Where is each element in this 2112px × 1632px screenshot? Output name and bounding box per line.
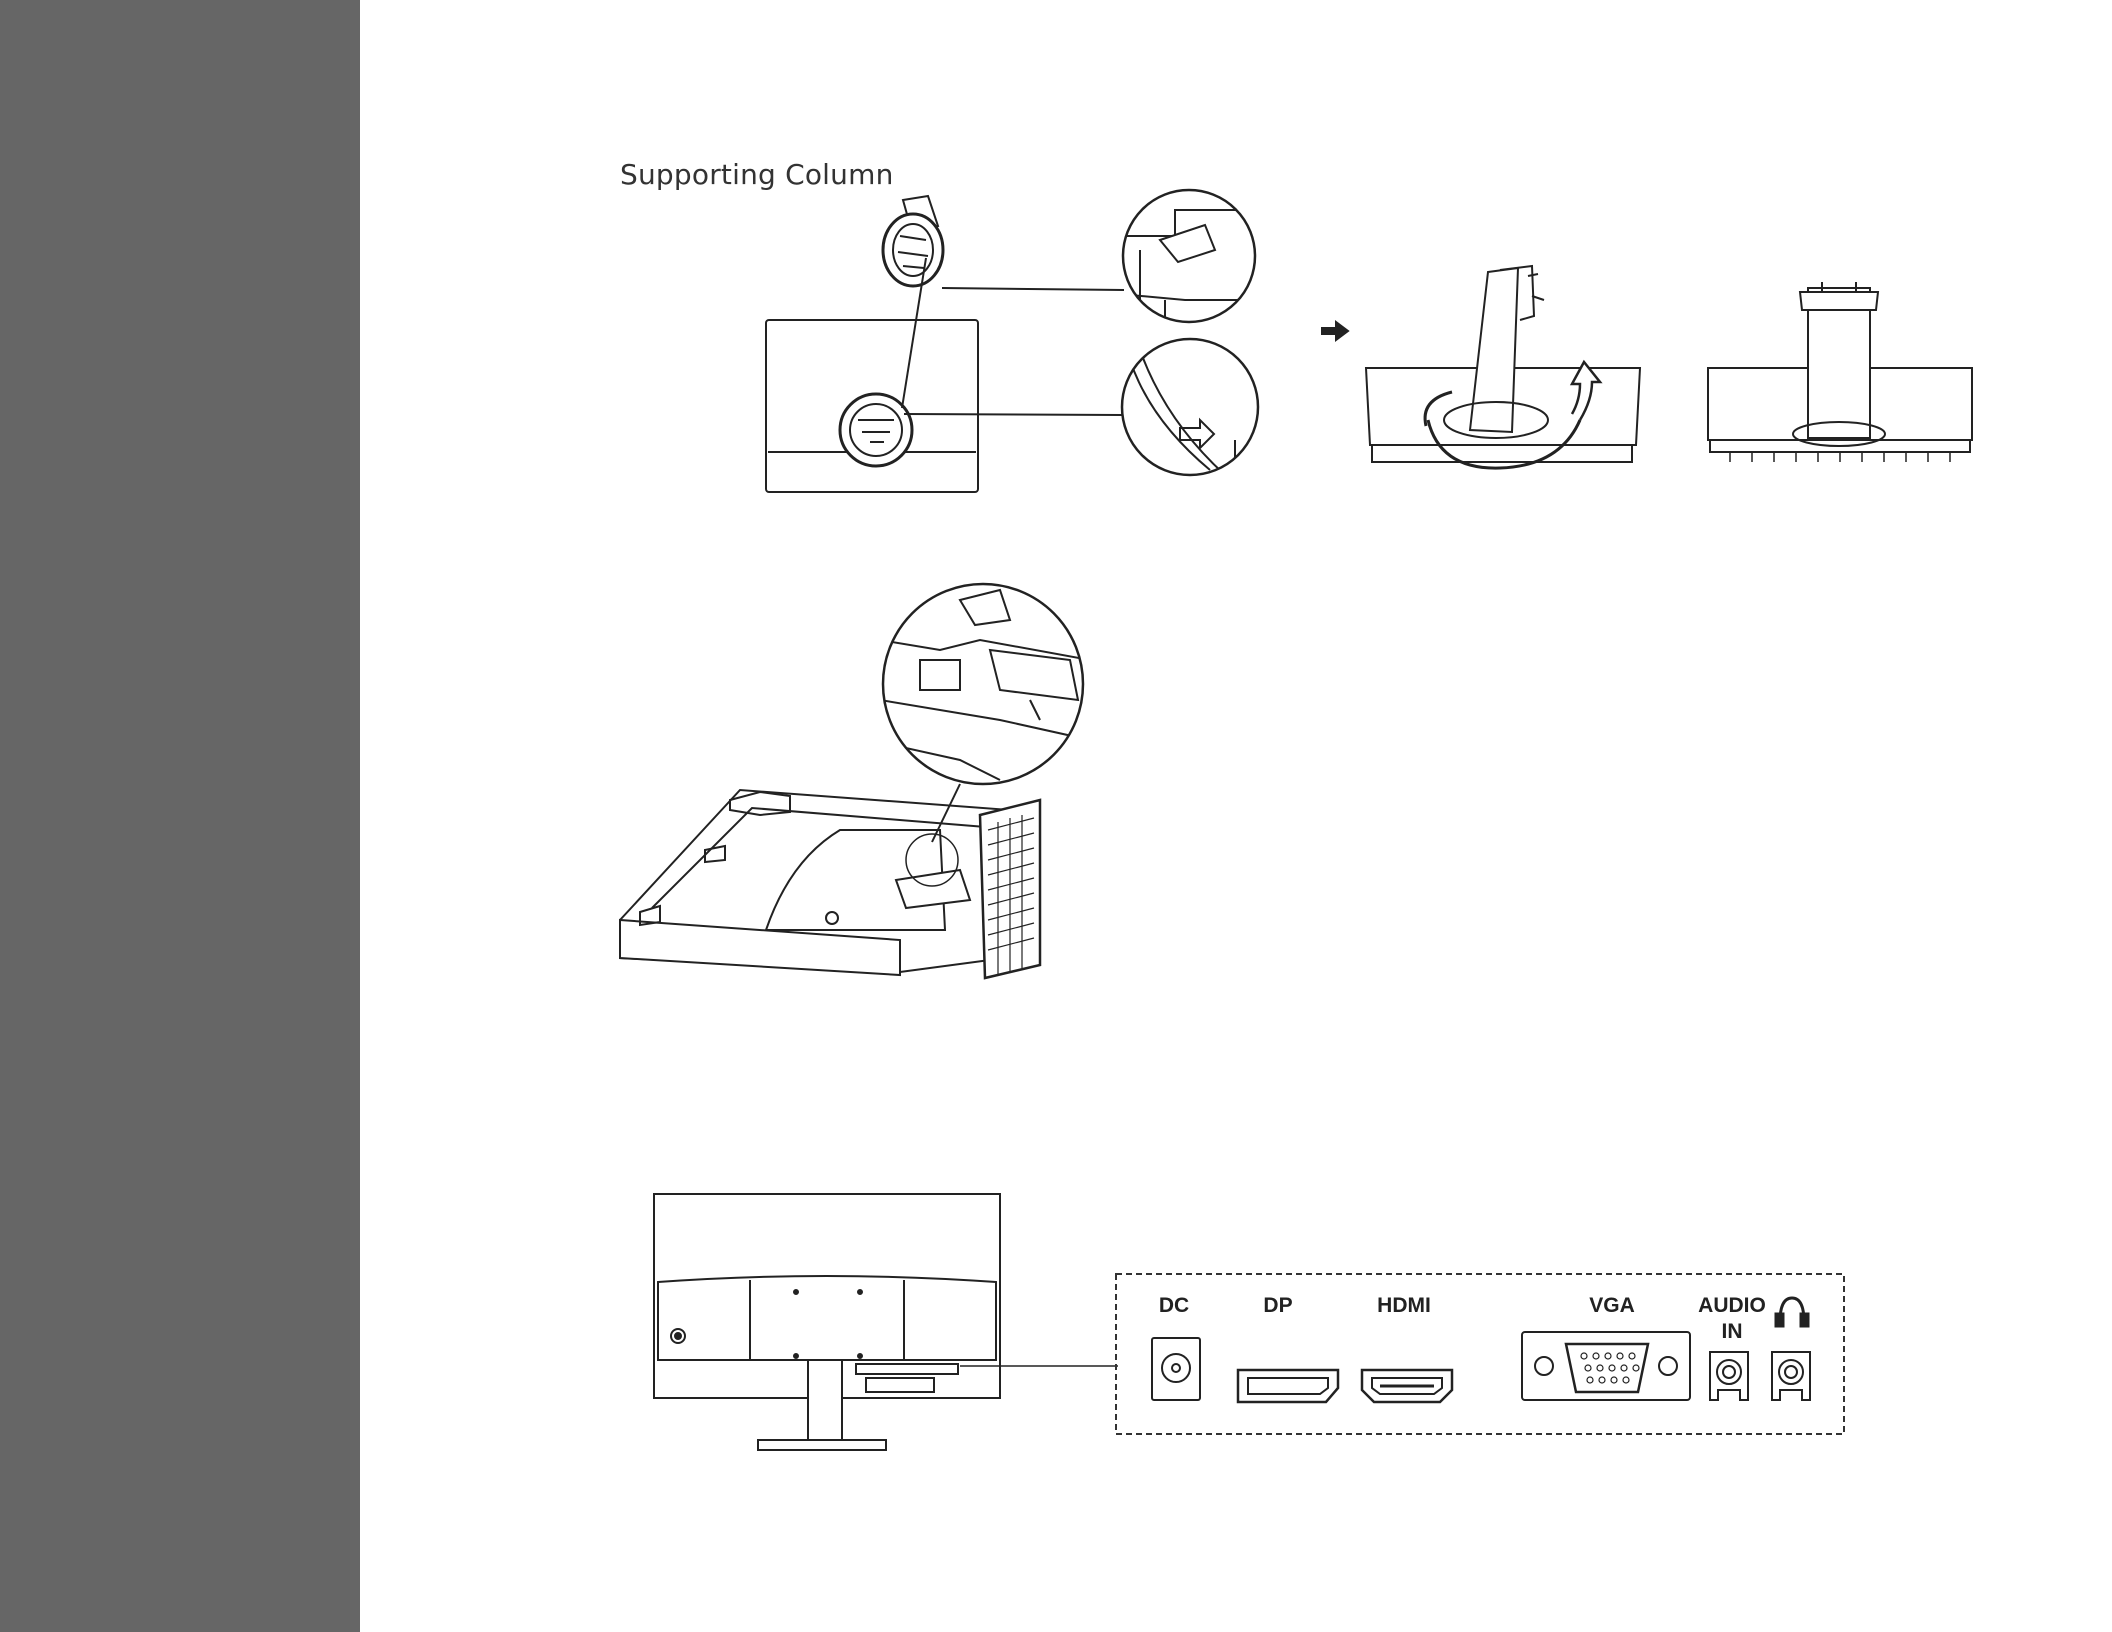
step1-column-attach-illustration	[766, 190, 1972, 492]
rear-monitor-illustration	[654, 1194, 1118, 1450]
next-step-arrow-icon	[1322, 322, 1348, 340]
column-attached-illustration	[1708, 282, 1972, 462]
dc-port-icon	[1152, 1338, 1200, 1400]
zoom-detail-arrow-icon	[1122, 339, 1258, 480]
port-label-vga: VGA	[1589, 1294, 1635, 1317]
port-label-dc: DC	[1159, 1294, 1189, 1317]
port-panel: DC DP HDMI VGA AUDIO IN	[1116, 1274, 1844, 1434]
headphone-icon	[1776, 1298, 1808, 1326]
vga-port-icon	[1522, 1332, 1690, 1400]
hdmi-port-icon	[1362, 1370, 1452, 1402]
port-label-audio-in-line1: AUDIO	[1698, 1294, 1766, 1317]
port-label-dp: DP	[1263, 1294, 1292, 1317]
port-label-audio-in-line2: IN	[1722, 1320, 1743, 1343]
dp-port-icon	[1238, 1370, 1338, 1402]
headphone-port-icon	[1772, 1352, 1810, 1400]
zoom-detail-latch-icon	[870, 584, 1090, 784]
step2-base-mount-illustration	[620, 584, 1090, 978]
column-neck-icon	[883, 196, 943, 286]
rotate-column-illustration	[1366, 266, 1640, 468]
zoom-detail-top-icon	[1123, 190, 1260, 322]
port-label-hdmi: HDMI	[1377, 1294, 1431, 1317]
audio-in-port-icon	[1710, 1352, 1748, 1400]
